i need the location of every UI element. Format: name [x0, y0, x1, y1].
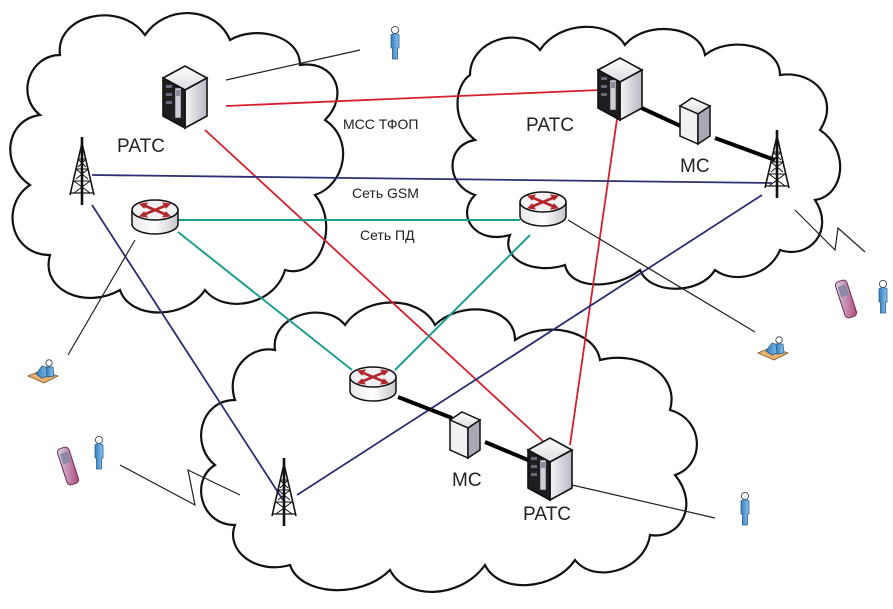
user-icon-east[interactable]	[878, 279, 888, 314]
user-link-router-nw	[67, 239, 136, 356]
laptop-user-icon-west[interactable]	[27, 359, 59, 384]
pstn-network-label: МСС ТФОП	[343, 116, 418, 132]
user-link-ratc-nw	[225, 49, 361, 81]
laptop-user-icon-east[interactable]	[757, 336, 789, 361]
router-south-icon[interactable]	[348, 365, 398, 403]
mobile-phone-icon-west[interactable]	[55, 445, 81, 487]
user-icon-southeast[interactable]	[740, 491, 750, 526]
router-northwest-icon[interactable]	[130, 198, 180, 236]
trunk-mc-ratc-s	[484, 440, 529, 462]
mc-label-northeast: МС	[680, 156, 710, 177]
trunk-router-mc-s	[397, 395, 453, 420]
user-link-ratc-s	[571, 484, 716, 519]
ratc-label-south: РАТС	[523, 504, 571, 525]
gsm-links	[91, 174, 773, 501]
trunk-links	[397, 103, 776, 462]
ratc-label-northwest: РАТС	[117, 136, 165, 157]
radio-link-nw-mobile	[119, 464, 241, 507]
media-server-south-icon[interactable]	[449, 411, 481, 459]
user-icon-west[interactable]	[94, 435, 104, 470]
radio-link-ne-mobile	[794, 209, 866, 253]
gsm-link-nw-s	[91, 204, 284, 501]
ratc-switch-south-icon[interactable]	[527, 437, 573, 501]
pstn-link-nw-s	[204, 129, 546, 444]
router-northeast-icon[interactable]	[518, 190, 568, 228]
data-network-label: Сеть ПД	[360, 227, 415, 243]
cloud-south	[200, 301, 698, 593]
data-links	[177, 219, 531, 371]
user-icon-north[interactable]	[390, 25, 400, 60]
cloud-northwest	[9, 12, 345, 314]
media-server-northeast-icon[interactable]	[679, 97, 711, 145]
ratc-switch-northeast-icon[interactable]	[597, 57, 643, 121]
gsm-link-nw-ne	[91, 174, 773, 184]
gsm-network-label: Сеть GSM	[352, 185, 419, 201]
trunk-mc-tower-ne	[714, 136, 776, 162]
user-link-router-ne	[567, 219, 756, 333]
pstn-links	[204, 89, 619, 446]
gsm-link-ne-s	[296, 194, 763, 496]
data-link-nw-s	[177, 231, 353, 371]
pstn-link-ne-s	[569, 111, 619, 446]
user-links	[67, 49, 866, 519]
mc-label-south: МС	[452, 470, 482, 491]
trunk-ratc-mc-ne	[634, 103, 686, 130]
ratc-switch-northwest-icon[interactable]	[162, 65, 208, 129]
ratc-label-northeast: РАТС	[526, 115, 574, 136]
data-link-ne-s	[394, 234, 531, 371]
mobile-phone-icon-east[interactable]	[833, 278, 859, 320]
pstn-link-nw-ne	[225, 89, 601, 107]
